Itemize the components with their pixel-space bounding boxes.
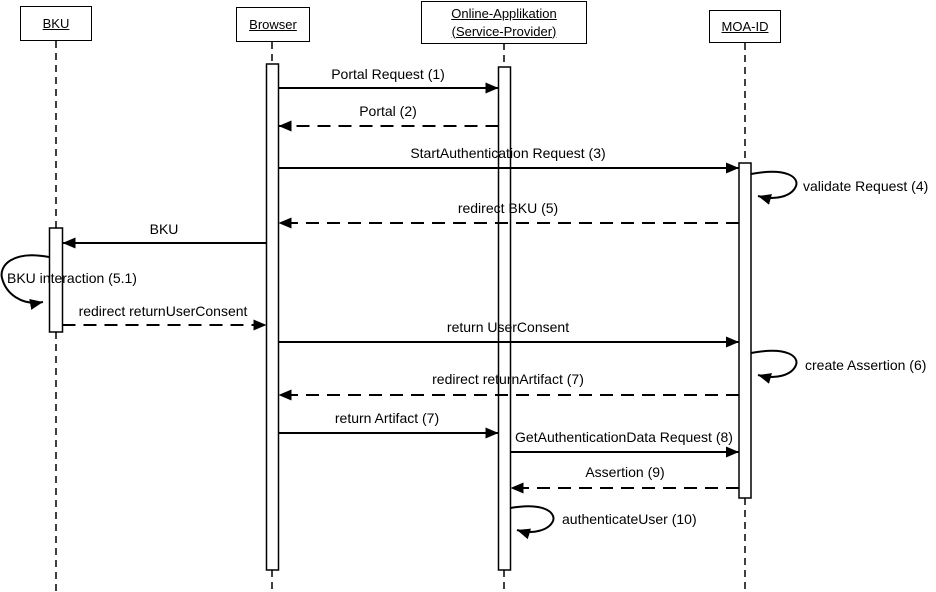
self-message-loops: [0, 170, 798, 540]
loop-authenticate-user: [509, 505, 555, 540]
actor-box-moa-id: MOA-ID: [709, 10, 781, 43]
activation-bars: [48, 63, 752, 571]
activation-bar-moa-id: [738, 162, 752, 499]
actor-label-online-app: Online-Applikation (Service-Provider): [451, 5, 557, 39]
activation-bar-bku: [48, 227, 64, 333]
actor-box-browser: Browser: [236, 7, 310, 42]
message-label-return-user-consent: return UserConsent: [446, 319, 570, 335]
actor-box-bku: BKU: [20, 6, 92, 41]
loop-bku-interaction: [0, 254, 50, 310]
message-label-portal-request: Portal Request (1): [331, 66, 445, 82]
actor-label-bku: BKU: [42, 15, 70, 31]
actor-label-moa-id: MOA-ID: [721, 18, 769, 34]
message-label-authenticate-user: authenticateUser (10): [562, 511, 697, 527]
activation-bar-browser: [265, 63, 280, 571]
message-label-return-artifact: return Artifact (7): [334, 410, 440, 426]
message-arrows: [62, 82, 739, 494]
loop-validate-request: [750, 170, 798, 205]
actor-label-browser: Browser: [249, 16, 297, 32]
message-label-get-authentication-data-request: GetAuthenticationData Request (8): [515, 429, 733, 445]
message-label-validate-request: validate Request (4): [803, 178, 929, 194]
message-label-bku-interaction: BKU interaction (5.1): [7, 270, 137, 286]
message-label-create-assertion: create Assertion (6): [805, 357, 927, 373]
message-label-assertion: Assertion (9): [585, 464, 665, 480]
message-label-redirect-bku: redirect BKU (5): [457, 200, 559, 216]
message-label-bku: BKU: [149, 221, 179, 237]
message-label-redirect-return-user-consent: redirect returnUserConsent: [78, 303, 248, 319]
message-label-portal: Portal (2): [359, 103, 417, 119]
actor-box-online-app: Online-Applikation (Service-Provider): [421, 1, 587, 44]
activation-bar-online-app: [497, 66, 512, 571]
lifelines: [55, 41, 746, 592]
message-label-redirect-return-artifact: redirect returnArtifact (7): [432, 371, 584, 387]
message-label-start-authentication-request: StartAuthentication Request (3): [410, 145, 606, 161]
loop-create-assertion: [750, 349, 798, 384]
